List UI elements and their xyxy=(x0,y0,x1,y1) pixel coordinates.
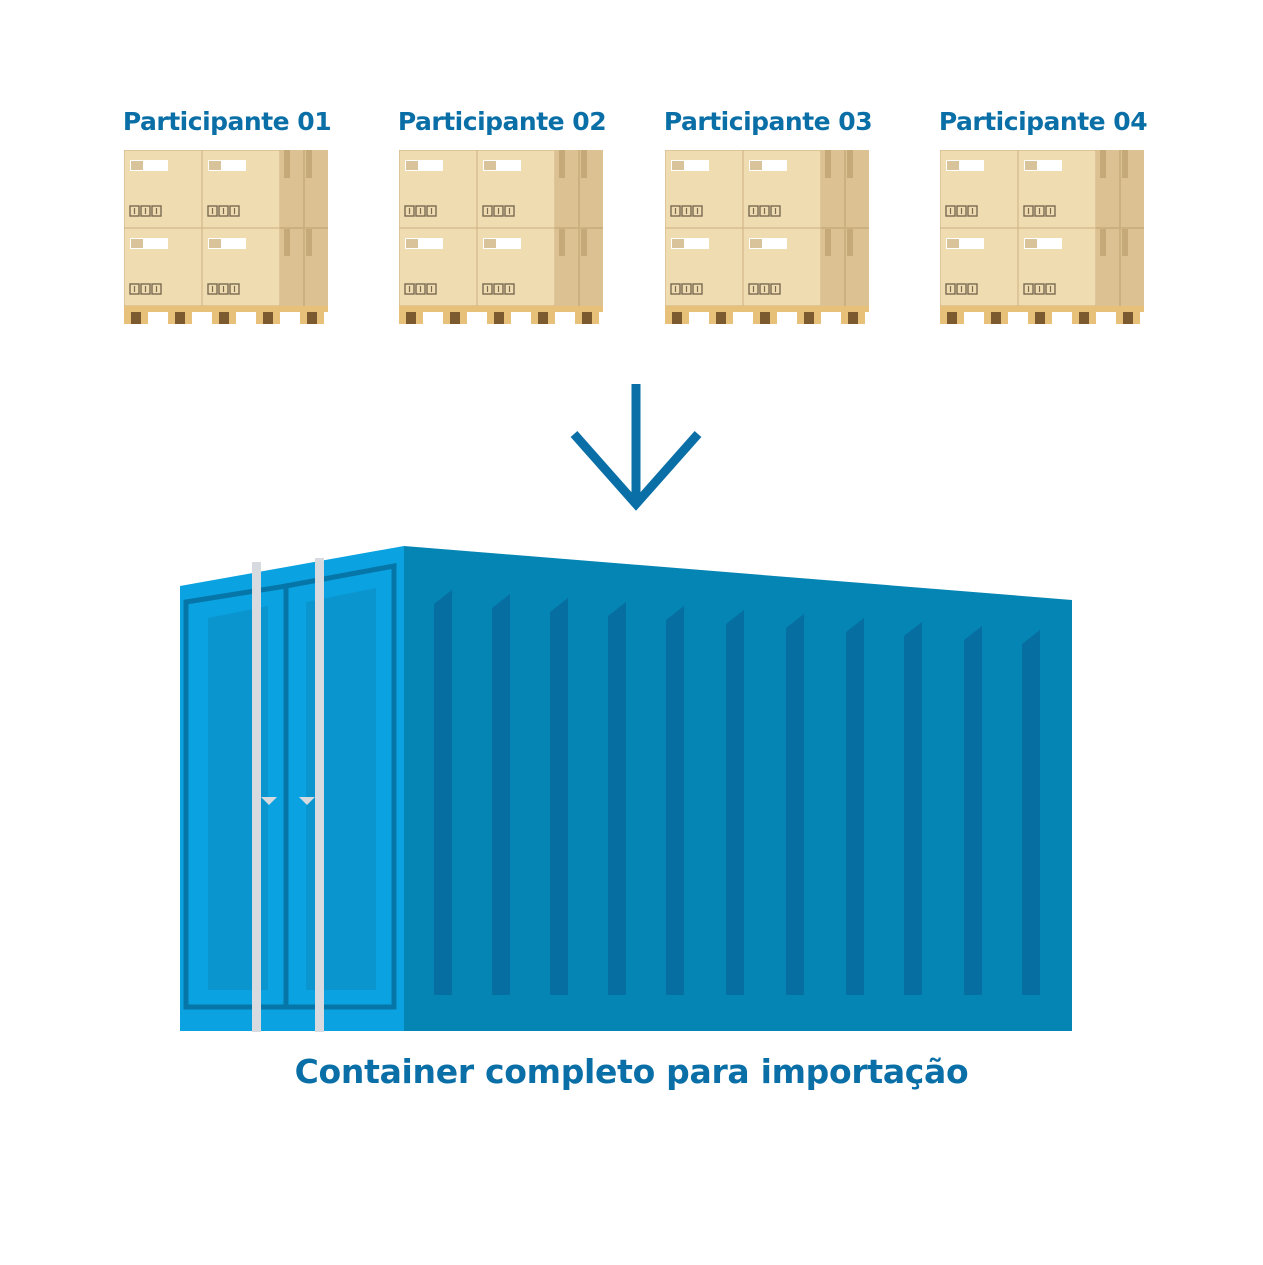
shipping-container-icon xyxy=(180,546,1072,1032)
participant-3: Participante 03 xyxy=(662,104,874,324)
participant-4: Participante 04 xyxy=(937,104,1149,324)
container-side-ribs xyxy=(434,590,1040,995)
participant-2: Participante 02 xyxy=(396,104,608,324)
pallet-boxes-icon xyxy=(940,150,1144,324)
participant-label: Participante 02 xyxy=(397,107,607,136)
participant-label: Participante 04 xyxy=(938,107,1148,136)
participant-1: Participante 01 xyxy=(121,104,333,324)
pallet-boxes-icon xyxy=(399,150,603,324)
caption: Container completo para importação xyxy=(294,1052,969,1091)
pallet-boxes-icon xyxy=(124,150,328,324)
down-arrow-icon xyxy=(570,384,702,511)
participant-label: Participante 03 xyxy=(663,107,873,136)
pallet-boxes-icon xyxy=(665,150,869,324)
participant-label: Participante 01 xyxy=(122,107,332,136)
container-front-doors xyxy=(183,558,397,1032)
